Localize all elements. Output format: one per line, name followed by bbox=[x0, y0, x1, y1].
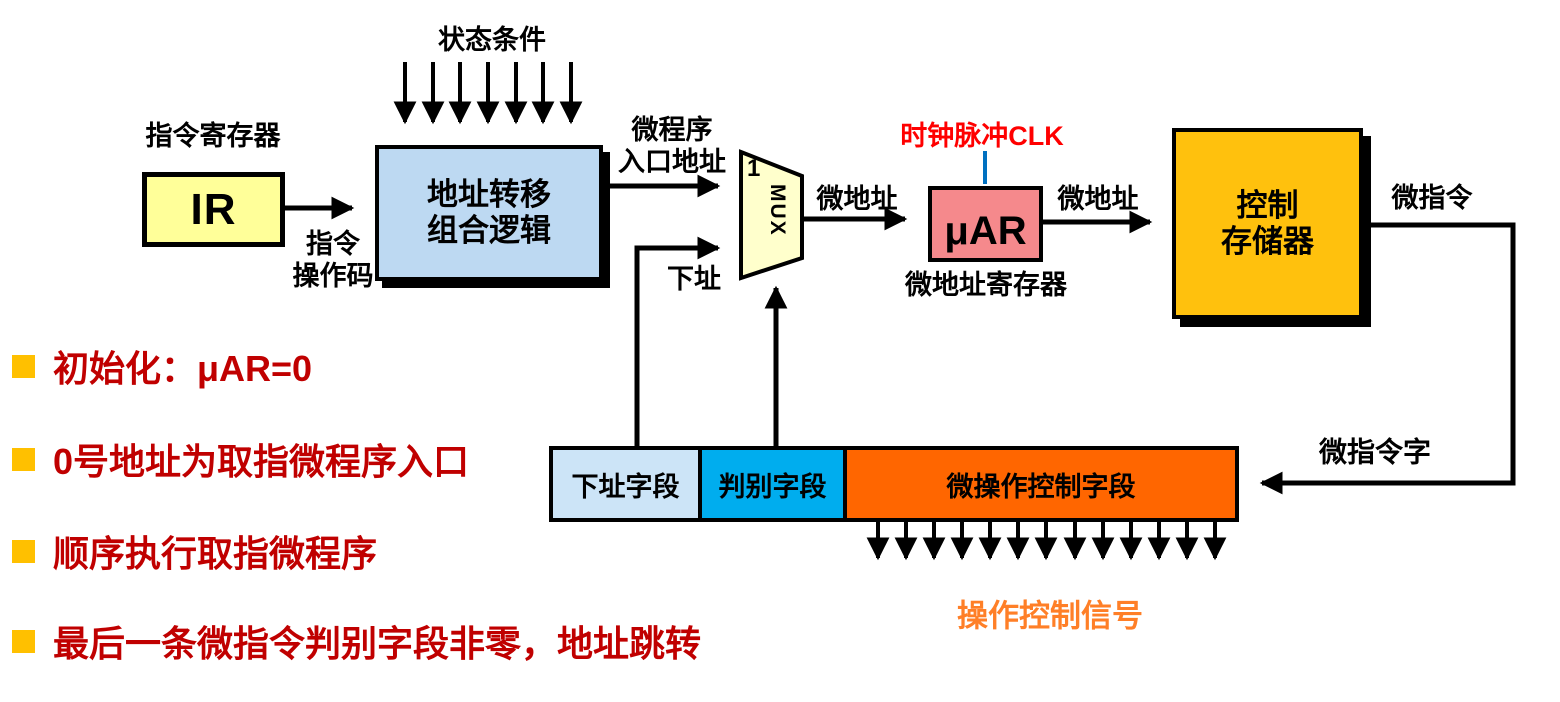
mux-label: MUX bbox=[766, 184, 789, 237]
list-item: 0号地址为取指微程序入口 bbox=[12, 435, 469, 483]
ir-caption: 指令寄存器 bbox=[145, 121, 281, 152]
opcode-label: 指令 操作码 bbox=[292, 229, 374, 291]
status-condition-label: 状态条件 bbox=[438, 25, 546, 56]
note-text: 0号地址为取指微程序入口 bbox=[53, 441, 470, 482]
control-memory-box: 控制 存储器 bbox=[1172, 128, 1363, 319]
bullet-square-icon bbox=[12, 447, 35, 471]
bullet-square-icon bbox=[12, 354, 35, 378]
note-text: 初始化：μAR=0 bbox=[53, 348, 313, 389]
list-item: 初始化：μAR=0 bbox=[12, 342, 312, 390]
uar-caption: 微地址寄存器 bbox=[905, 270, 1067, 301]
ir-register-box: IR bbox=[142, 172, 285, 247]
bullet-square-icon bbox=[12, 629, 35, 653]
uar-register-text: μAR bbox=[944, 208, 1027, 253]
note-text: 顺序执行取指微程序 bbox=[53, 533, 378, 574]
micro-address-right-label: 微地址 bbox=[1057, 184, 1139, 215]
judge-field: 判别字段 bbox=[702, 450, 847, 518]
micro-operation-control-field: 微操作控制字段 bbox=[847, 450, 1235, 518]
note-text: 最后一条微指令判别字段非零，地址跳转 bbox=[53, 623, 702, 664]
uar-register-box: μAR bbox=[928, 186, 1043, 262]
micro-instruction-label: 微指令 bbox=[1391, 183, 1473, 214]
list-item: 顺序执行取指微程序 bbox=[12, 527, 377, 575]
microinstruction-field-bar: 下址字段 判别字段 微操作控制字段 bbox=[549, 446, 1239, 522]
address-transfer-logic-box: 地址转移 组合逻辑 bbox=[375, 145, 603, 281]
entry-address-label: 微程序 入口地址 bbox=[618, 115, 726, 177]
bullet-square-icon bbox=[12, 539, 35, 563]
clock-pulse-label: 时钟脉冲CLK bbox=[900, 121, 1064, 152]
next-address-field: 下址字段 bbox=[553, 450, 702, 518]
next-address-label: 下址 bbox=[667, 264, 721, 295]
ir-register-text: IR bbox=[190, 184, 237, 234]
operation-control-signals-label: 操作控制信号 bbox=[957, 598, 1143, 634]
list-item: 最后一条微指令判别字段非零，地址跳转 bbox=[12, 617, 701, 665]
micro-address-left-label: 微地址 bbox=[816, 184, 898, 215]
micro-instruction-word-label: 微指令字 bbox=[1318, 436, 1432, 468]
control-signal-arrows bbox=[866, 522, 1227, 561]
status-condition-arrows bbox=[393, 62, 583, 125]
mux-select-value: 1 bbox=[747, 155, 761, 182]
